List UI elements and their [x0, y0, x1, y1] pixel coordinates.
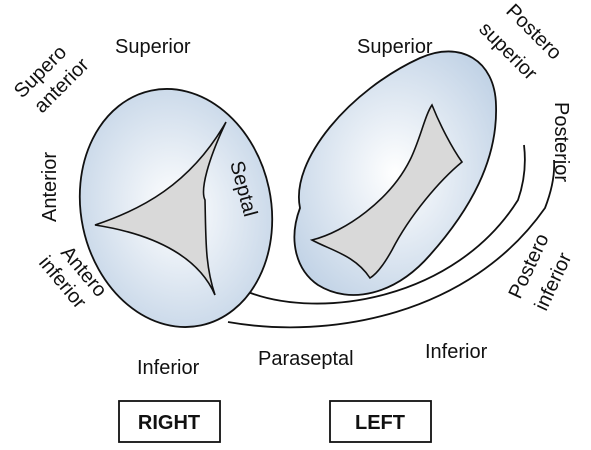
left-inferior-label: Inferior [425, 341, 488, 363]
left-box-label: LEFT [355, 412, 405, 434]
left-orifice [309, 103, 464, 280]
right-anterior-label: Anterior [39, 152, 61, 222]
right-orifice [94, 121, 227, 296]
left-annulus [293, 50, 497, 296]
paraseptal-label: Paraseptal [258, 348, 354, 370]
left-superior-label: Superior [357, 36, 433, 58]
right-superior-label: Superior [115, 36, 191, 58]
left-box [329, 400, 432, 443]
paraseptal-inner-arc [247, 144, 526, 305]
right-inferior-label: Inferior [137, 357, 200, 379]
right-box [118, 400, 221, 443]
right-box-label: RIGHT [138, 412, 200, 434]
left-posterior-label: Posterior [550, 102, 572, 182]
paraseptal-outer-arc [227, 159, 556, 329]
